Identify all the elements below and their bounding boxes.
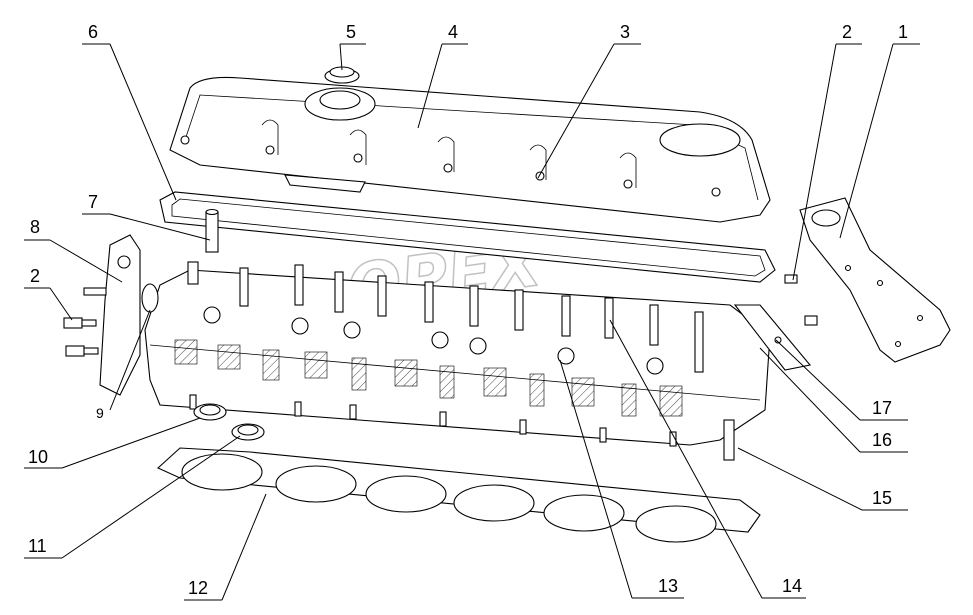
callout-16: 16 <box>872 430 892 450</box>
callout-12: 12 <box>188 578 208 598</box>
cover-gasket <box>159 191 776 283</box>
dowel <box>723 419 735 461</box>
callout-8: 8 <box>30 217 40 237</box>
plate-gasket <box>733 304 812 371</box>
callout-15: 15 <box>872 488 892 508</box>
oil-filler-cap <box>324 66 360 84</box>
callout-10: 10 <box>28 447 48 467</box>
callout-7: 7 <box>88 192 98 212</box>
callout-1: 1 <box>898 22 908 42</box>
head-bolts <box>187 261 704 375</box>
callout-14: 14 <box>782 576 802 596</box>
bottom-studs <box>189 394 677 447</box>
callout-11: 11 <box>28 536 47 556</box>
lifting-bracket <box>799 197 951 363</box>
callout-17: 17 <box>872 398 892 418</box>
callout-4: 4 <box>448 22 458 42</box>
bolt-left <box>63 287 107 357</box>
callout-6: 6 <box>88 22 98 42</box>
callout-5: 5 <box>346 22 356 42</box>
port-hatch <box>174 339 683 417</box>
callout-9: 9 <box>96 405 104 421</box>
callout-2-left: 2 <box>30 266 40 286</box>
bolt-right <box>784 274 818 326</box>
valve-cover <box>169 76 771 223</box>
callout-2-top: 2 <box>842 22 852 42</box>
cylinder-head <box>144 261 771 447</box>
callout-3: 3 <box>620 22 630 42</box>
callouts: 1 2 3 4 5 6 7 8 2 9 10 11 12 <box>24 22 920 601</box>
stud <box>205 208 219 253</box>
callout-13: 13 <box>658 576 678 596</box>
head-gasket <box>157 447 761 543</box>
